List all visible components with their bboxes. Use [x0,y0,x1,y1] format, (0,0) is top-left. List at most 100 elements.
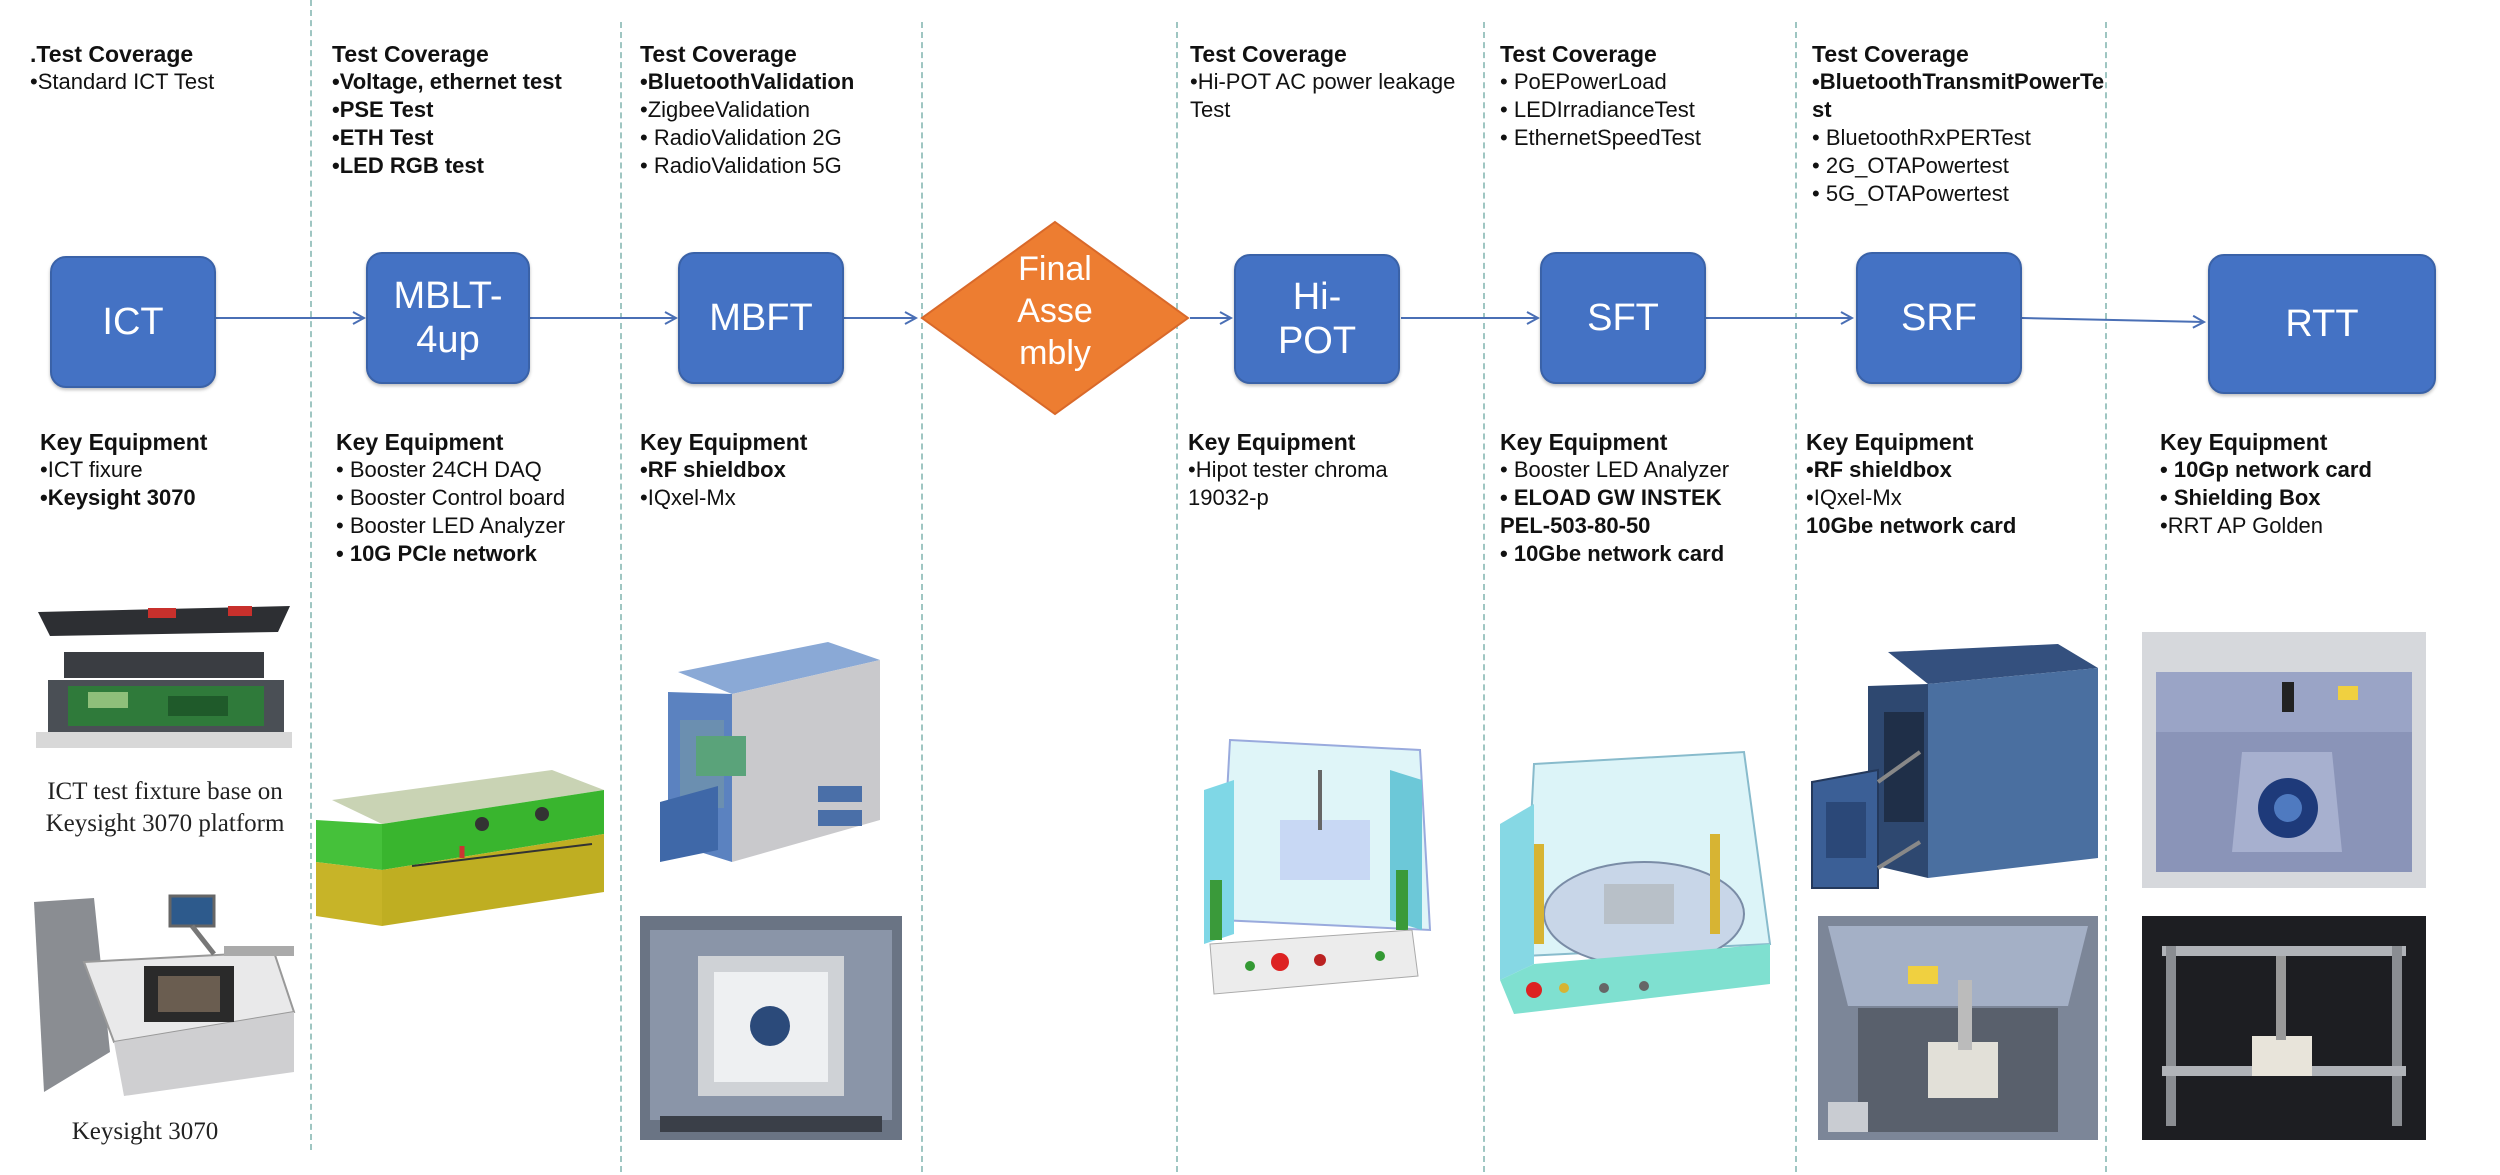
station-label: ICT [102,301,164,343]
column-divider [1795,22,1797,1172]
equipment-item: 10Gbe network card [1806,513,2017,538]
coverage-item: • PoEPowerLoad [1500,69,1667,94]
coverage-item: •ETH Test [332,125,434,150]
equipment-item: •RRT AP Golden [2160,513,2324,538]
hipot-equipment: Key Equipment •Hipot tester chroma 19032… [1188,428,1388,512]
equipment-item: PEL-503-80-50 [1500,513,1651,538]
equipment-item: • Booster 24CH DAQ [336,457,542,482]
keysight-caption: Keysight 3070 [71,1118,219,1145]
station-label: SRF [1901,297,1977,339]
equipment-item: •IQxel-Mx [640,485,736,510]
mbft-shieldbox-image [660,642,880,862]
station-label: Asse [1017,292,1093,330]
sft-equipment: Key Equipment • Booster LED Analyzer • E… [1500,428,1729,568]
ict-fixture-caption: ICT test fixture base on Keysight 3070 p… [20,776,310,840]
coverage-item: •BluetoothValidation [640,69,855,94]
coverage-title: Test Coverage [332,41,489,67]
column-divider [1483,22,1485,1172]
coverage-item: •BluetoothTransmitPowerTe [1812,69,2105,94]
station-label: RTT [2285,303,2359,345]
mbft-photo [640,916,902,1140]
station-label: Hi- [1292,276,1342,318]
station-mblt-4up: MBLT- 4up [366,252,530,384]
mblt-coverage: Test Coverage •Voltage, ethernet test •P… [332,40,562,180]
equipment-title: Key Equipment [40,429,208,455]
equipment-item: • Booster LED Analyzer [336,513,566,538]
srf-shieldbox-image [1811,644,2098,889]
coverage-item: • BluetoothRxPERTest [1812,125,2031,150]
equipment-title: Key Equipment [2160,429,2328,455]
caption-line: Keysight 3070 platform [45,810,285,837]
station-rtt: RTT [2208,254,2436,394]
column-divider [921,22,923,1172]
coverage-item: •Hi-POT AC power leakage [1190,69,1456,94]
coverage-item: •ZigbeeValidation [640,97,810,122]
coverage-item: •Standard ICT Test [30,69,215,94]
equipment-title: Key Equipment [336,429,504,455]
connector-srf-rtt [2021,318,2204,322]
coverage-item: •PSE Test [332,97,434,122]
equipment-title: Key Equipment [640,429,808,455]
coverage-title: Test Coverage [1500,41,1657,67]
equipment-item: •Keysight 3070 [40,485,196,510]
equipment-item: •Hipot tester chroma [1188,457,1388,482]
equipment-item: • Shielding Box [2160,485,2321,510]
column-divider [620,22,622,1172]
equipment-title: Key Equipment [1188,429,1356,455]
equipment-item: • Booster LED Analyzer [1500,457,1730,482]
mbft-coverage: Test Coverage •BluetoothValidation •Zigb… [640,40,854,180]
hipot-fixture-image [1204,738,1432,995]
coverage-item: • RadioValidation 2G [640,125,842,150]
column-divider [2105,22,2107,1172]
mblt-fixture-image [316,770,604,926]
equipment-item: • 10G PCIe network [336,541,537,566]
srf-coverage: Test Coverage •BluetoothTransmitPowerTe … [1812,40,2104,208]
final-assembly-label: Final Asse mbly [990,248,1120,374]
station-label: MBFT [709,297,813,339]
coverage-item: •LED RGB test [332,153,484,178]
column-divider [310,0,312,1150]
equipment-item: 19032-p [1188,485,1269,510]
hipot-coverage: Test Coverage •Hi-POT AC power leakage T… [1190,40,1455,124]
coverage-item: • 2G_OTAPowertest [1812,153,2009,178]
station-hi-pot: Hi- POT [1234,254,1400,384]
station-label: POT [1277,320,1357,362]
keysight-image [34,894,296,1096]
equipment-item: • 10Gbe network card [1500,541,1725,566]
coverage-title: Test Coverage [1190,41,1347,67]
station-sft: SFT [1540,252,1706,384]
equipment-item: • 10Gp network card [2160,457,2372,482]
mbft-equipment: Key Equipment •RF shieldbox •IQxel-Mx [640,428,807,512]
station-label: 4up [416,319,480,361]
station-label: SFT [1587,297,1659,339]
sft-coverage: Test Coverage • PoEPowerLoad • LEDIrradi… [1500,40,1701,152]
station-mbft: MBFT [678,252,844,384]
rtt-shieldbox-photo [2142,632,2426,888]
mblt-equipment: Key Equipment • Booster 24CH DAQ • Boost… [336,428,565,568]
coverage-title: Test Coverage [640,41,797,67]
coverage-item: • RadioValidation 5G [640,153,842,178]
station-label: mbly [1019,334,1091,372]
caption-line: ICT test fixture base on [47,778,283,805]
rtt-interior-photo [2142,916,2426,1140]
ict-coverage: .Test Coverage •Standard ICT Test [30,40,214,96]
srf-photo [1818,916,2098,1140]
station-label: MBLT- [393,275,503,317]
final-assembly-diamond [920,220,1190,416]
equipment-item: •ICT fixure [40,457,143,482]
equipment-title: Key Equipment [1500,429,1668,455]
coverage-item: st [1812,97,1832,122]
coverage-item: • EthernetSpeedTest [1500,125,1701,150]
coverage-item: • 5G_OTAPowertest [1812,181,2009,206]
station-srf: SRF [1856,252,2022,384]
station-label: Final [1018,250,1092,288]
coverage-item: • LEDIrradianceTest [1500,97,1695,122]
coverage-title: Test Coverage [1812,41,1969,67]
sft-fixture-image [1500,750,1772,1014]
coverage-item: •Voltage, ethernet test [332,69,562,94]
column-divider [1176,22,1178,1172]
equipment-item: •RF shieldbox [640,457,786,482]
equipment-item: •IQxel-Mx [1806,485,1902,510]
coverage-item: Test [1190,97,1231,122]
